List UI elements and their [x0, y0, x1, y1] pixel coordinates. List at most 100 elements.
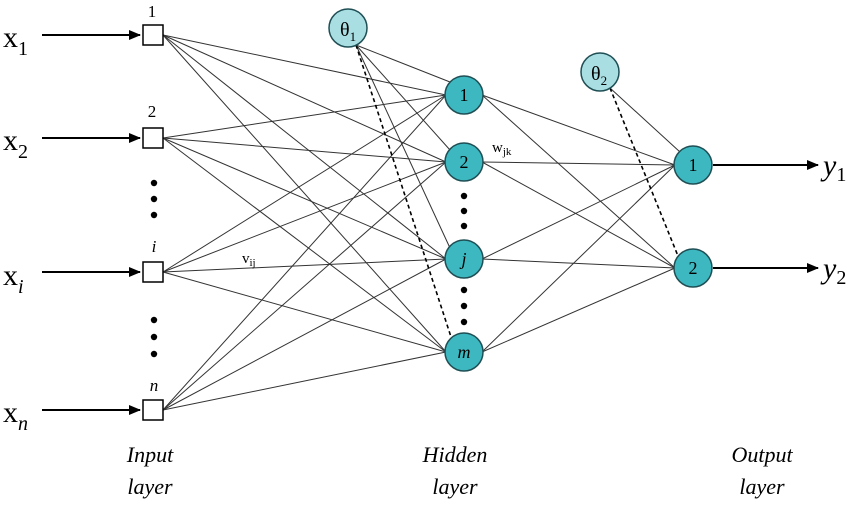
- output-node-label-1: 1: [689, 155, 698, 175]
- weight-label-vij: vij: [242, 251, 256, 269]
- hidden-layer-label-line2: layer: [432, 474, 478, 499]
- hidden-layer-label-line1: Hidden: [422, 442, 488, 467]
- hidden-node-1: [444, 75, 484, 115]
- ellipsis-dot: [150, 211, 158, 219]
- input-layer-label-line2: layer: [127, 474, 173, 499]
- bias-label-1: θ1: [340, 19, 356, 44]
- input-node-label-i: i: [152, 237, 157, 256]
- bias-node-1: θ1: [328, 8, 368, 48]
- hidden-output-connection: [481, 94, 676, 166]
- input-node-n: [142, 399, 164, 421]
- input-node-2: [142, 127, 164, 149]
- output-nodes: [673, 145, 713, 288]
- input-hidden-connection: [162, 258, 447, 411]
- hidden-nodes: [444, 75, 484, 372]
- hidden-ellipsis-dots: [460, 192, 468, 326]
- hidden-node-j: [444, 239, 484, 279]
- bias-label-2: θ2: [591, 63, 607, 88]
- hidden-output-connections: [481, 94, 676, 353]
- bias-connection: [355, 44, 453, 341]
- input-ellipsis-dots: [150, 179, 158, 358]
- layer-labels: Input layer Hidden layer Output layer: [126, 442, 794, 499]
- hidden-node-label-2: 2: [460, 152, 469, 172]
- input-hidden-connection: [162, 94, 447, 273]
- output-node-2: [673, 248, 713, 288]
- input-var-x1: x1: [3, 21, 28, 60]
- ellipsis-dot: [460, 222, 468, 230]
- bias-circle-1: [328, 8, 368, 48]
- output-layer-label-line2: layer: [739, 474, 785, 499]
- ellipsis-dot: [150, 179, 158, 187]
- input-hidden-connections: [162, 34, 447, 411]
- hidden-output-connection: [481, 164, 676, 353]
- weight-labels: vij wjk: [242, 140, 512, 269]
- ellipsis-dot: [460, 302, 468, 310]
- input-hidden-connection: [162, 34, 447, 260]
- input-nodes: [142, 24, 164, 421]
- hidden-output-connection: [481, 161, 676, 166]
- input-hidden-connection: [162, 137, 447, 163]
- hidden-output-connection: [481, 164, 676, 260]
- output-var-y1: y1: [820, 149, 846, 186]
- hidden-node-label-m: m: [458, 342, 471, 362]
- input-node-i: [142, 261, 164, 283]
- input-hidden-connection: [162, 34, 447, 353]
- input-var-xn: xn: [3, 396, 28, 435]
- output-variable-labels: y1 y2: [820, 149, 846, 289]
- input-arrows: [42, 30, 141, 415]
- bias-connection: [355, 44, 451, 249]
- hidden-output-connection: [481, 161, 676, 269]
- ellipsis-dot: [460, 207, 468, 215]
- input-node-index-labels: 1 2 i n: [148, 2, 159, 395]
- input-hidden-connection: [162, 271, 447, 353]
- input-layer-label-line1: Input: [126, 442, 174, 467]
- hidden-node-label-j: j: [459, 249, 466, 269]
- ellipsis-dot: [150, 333, 158, 341]
- ellipsis-dot: [460, 192, 468, 200]
- bias-circle-2: [580, 52, 620, 92]
- hidden-node-m: [444, 332, 484, 372]
- input-variable-labels: x1 x2 xi xn: [3, 21, 28, 435]
- input-var-xi: xi: [3, 259, 24, 298]
- output-node-labels: 1 2: [689, 155, 698, 278]
- bias-connection: [355, 44, 451, 151]
- output-var-y2: y2: [820, 252, 846, 289]
- hidden-output-connection: [481, 258, 676, 269]
- input-hidden-connection: [162, 34, 447, 96]
- ellipsis-dot: [460, 318, 468, 326]
- input-hidden-connection: [162, 137, 447, 353]
- output-node-1: [673, 145, 713, 185]
- bias-nodes: θ1 θ2: [328, 8, 620, 92]
- input-node-1: [142, 24, 164, 46]
- ellipsis-dot: [150, 350, 158, 358]
- input-hidden-connection: [162, 161, 447, 273]
- output-node-label-2: 2: [689, 258, 698, 278]
- bias-node-2: θ2: [580, 52, 620, 92]
- bias-connection: [609, 87, 679, 257]
- bias-connections: [355, 44, 681, 341]
- input-var-x2: x2: [3, 124, 28, 163]
- input-hidden-connection: [162, 137, 447, 260]
- input-hidden-connection: [162, 351, 447, 411]
- input-hidden-connection: [162, 34, 447, 163]
- hidden-output-connection: [481, 94, 676, 269]
- hidden-output-connection: [481, 267, 676, 353]
- input-node-label-1: 1: [148, 2, 157, 21]
- ellipsis-dot: [150, 316, 158, 324]
- ellipsis-dot: [150, 195, 158, 203]
- input-hidden-connection: [162, 258, 447, 273]
- hidden-node-2: [444, 142, 484, 182]
- output-arrows: [713, 160, 819, 273]
- hidden-node-label-1: 1: [460, 85, 469, 105]
- output-layer-label-line1: Output: [731, 442, 793, 467]
- input-node-label-n: n: [150, 376, 159, 395]
- bias-connection: [609, 87, 681, 153]
- input-node-label-2: 2: [148, 102, 157, 121]
- hidden-node-labels: 1 2 j m: [458, 85, 471, 362]
- weight-label-wjk: wjk: [492, 140, 512, 158]
- ellipsis-dot: [460, 286, 468, 294]
- bias-connection: [355, 44, 451, 83]
- input-hidden-connection: [162, 94, 447, 139]
- input-hidden-connection: [162, 161, 447, 411]
